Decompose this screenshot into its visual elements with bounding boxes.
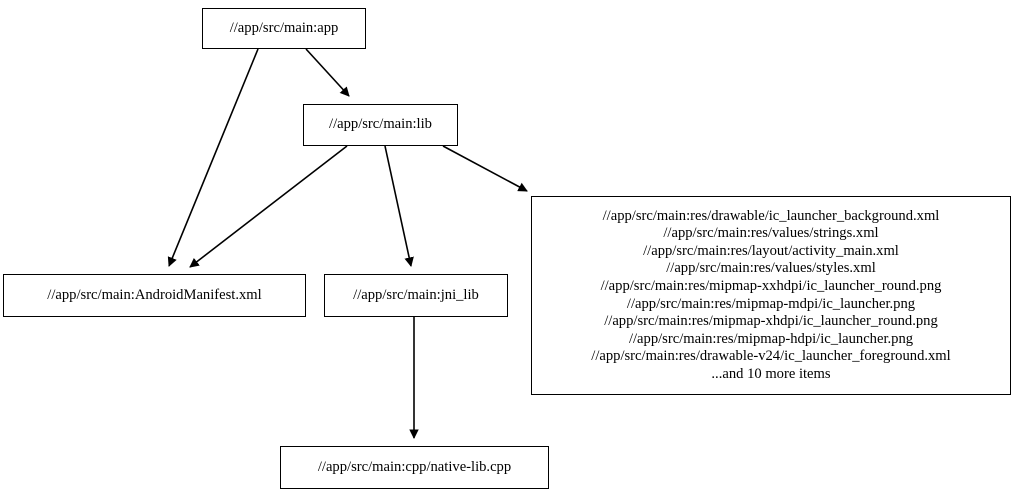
- node-jni-lib-label: //app/src/main:jni_lib: [353, 286, 479, 303]
- node-native-lib-cpp[interactable]: //app/src/main:cpp/native-lib.cpp: [280, 446, 549, 489]
- edge-app-to-lib: [305, 48, 350, 97]
- node-lib-label: //app/src/main:lib: [329, 116, 432, 133]
- node-android-manifest-label: //app/src/main:AndroidManifest.xml: [47, 286, 262, 303]
- node-res-collection[interactable]: //app/src/main:res/drawable/ic_launcher_…: [531, 196, 1011, 395]
- node-native-lib-cpp-label: //app/src/main:cpp/native-lib.cpp: [317, 458, 512, 475]
- edge-app-to-manifest: [167, 48, 259, 267]
- node-app-label: //app/src/main:app: [229, 19, 339, 36]
- node-jni-lib[interactable]: //app/src/main:jni_lib: [324, 274, 508, 317]
- node-app[interactable]: //app/src/main:app: [202, 8, 366, 49]
- node-res-collection-label: //app/src/main:res/drawable/ic_launcher_…: [591, 207, 951, 382]
- edge-lib-to-res: [442, 145, 528, 192]
- node-android-manifest[interactable]: //app/src/main:AndroidManifest.xml: [3, 274, 306, 317]
- edge-lib-to-jni-lib: [384, 145, 414, 267]
- node-lib[interactable]: //app/src/main:lib: [303, 104, 458, 146]
- edge-lib-to-manifest: [189, 145, 348, 268]
